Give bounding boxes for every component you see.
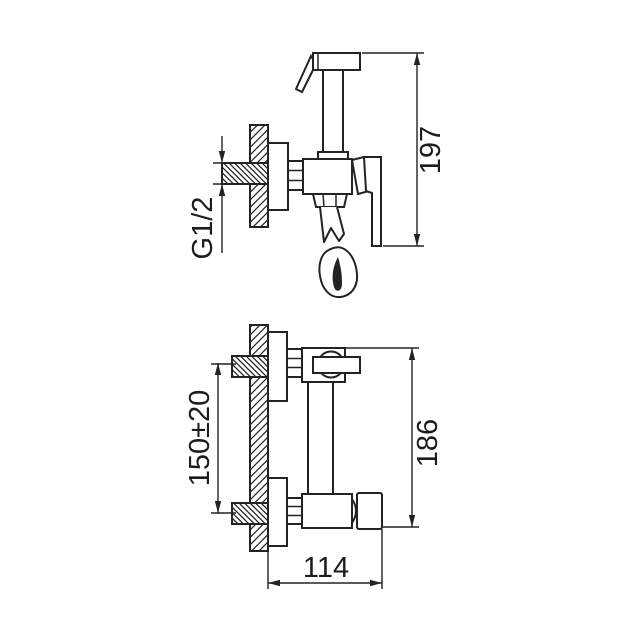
arrow-up-icon [218,184,226,196]
dim-label-g12: G1/2 [187,197,219,260]
connector-nut-upper [286,348,303,378]
dim-overall-height: 197 [362,52,447,247]
sprayer-head [294,52,361,94]
handle-arm [362,156,382,247]
dim-label-186: 186 [412,419,444,467]
wall-section-front [249,324,269,552]
dim-label-150: 150±20 [184,390,216,487]
inlet-pipe-side [221,162,269,185]
handle-lever-side [350,155,382,247]
arrow-down-icon [413,234,421,246]
connector-nut-lower [286,497,303,525]
arrow-down-icon [408,515,416,527]
body-tube [307,382,334,494]
front-view: 186 150±20 114 [184,324,444,589]
arrow-up-icon [408,348,416,360]
arrow-left-icon [268,579,280,587]
valve-body-front [301,492,383,530]
escutcheon-flange-upper [267,331,288,402]
dim-overall-depth: 114 [267,529,383,589]
inlet-pipe-upper [231,355,269,378]
arrow-down-icon [214,501,222,513]
sprayer-holder-unit [301,347,361,383]
hose-break [319,206,345,243]
arrow-right-icon [370,579,382,587]
dim-inlet-spacing: 150±20 [184,363,236,514]
riser-tube [317,70,349,160]
hose-collar [317,151,349,160]
dim-inlet-thread: G1/2 [187,136,230,259]
valve-body-side [302,158,353,195]
escutcheon-flange-lower [267,477,288,547]
outlet-nut [311,193,349,208]
hose-end-blob [318,246,359,299]
side-view: 197 G1/2 [187,52,447,299]
inlet-pipe-lower [231,502,269,525]
arrow-up-icon [214,363,222,375]
connector-nut-side [287,160,304,191]
blob-core [332,257,342,291]
dim-label-114: 114 [303,552,349,584]
holder-bar [312,356,361,374]
handle-knob-front [356,492,383,530]
arrow-up-icon [413,53,421,65]
arrow-down-icon [218,151,226,163]
dim-label-197: 197 [415,126,447,174]
dim-mount-height: 186 [345,347,444,528]
escutcheon-flange-side [267,142,289,211]
